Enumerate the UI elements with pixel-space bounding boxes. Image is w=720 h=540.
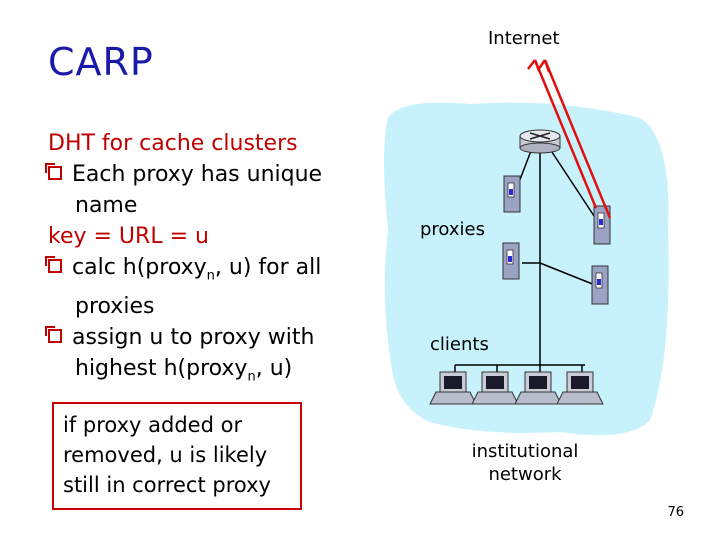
clients-label: clients <box>430 334 489 355</box>
slide-title: CARP <box>48 40 154 84</box>
institutional-network-label: institutional network <box>471 441 579 485</box>
bullet-item-continuation: proxies <box>75 294 155 320</box>
bullet-item-continuation: name <box>75 193 138 218</box>
computer-icon <box>471 371 519 405</box>
bullet-item-assign: assign u to proxy with <box>45 322 348 353</box>
computer-icon <box>556 371 604 405</box>
note-line: if proxy added or <box>63 413 243 437</box>
note-box: if proxy added or removed, u is likely s… <box>52 402 302 510</box>
internet-label: Internet <box>488 28 560 49</box>
bullet-icon <box>45 163 62 180</box>
note-line: removed, u is likely <box>63 443 268 467</box>
bullet-list: DHT for cache clusters Each proxy has un… <box>45 128 348 393</box>
bullet-item-unique-name: Each proxy has unique <box>45 159 348 190</box>
dht-heading: DHT for cache clusters <box>48 131 298 156</box>
server-icon <box>591 265 609 305</box>
page-number: 76 <box>667 505 684 520</box>
server-icon <box>503 175 521 213</box>
proxies-label: proxies <box>420 219 485 240</box>
bullet-item-calc-hash: calc h(proxyn, u) for all <box>45 252 348 291</box>
request-arrows <box>527 59 612 219</box>
bullet-icon <box>45 326 62 344</box>
bullet-item-continuation: highest h(proxyn, u) <box>75 356 293 385</box>
server-icon <box>593 205 611 245</box>
key-definition: key = URL = u <box>48 224 209 249</box>
server-icon <box>502 242 520 280</box>
router-icon <box>519 129 561 154</box>
bullet-icon <box>45 256 62 273</box>
note-line: still in correct proxy <box>63 473 271 497</box>
computer-icon <box>514 371 562 405</box>
